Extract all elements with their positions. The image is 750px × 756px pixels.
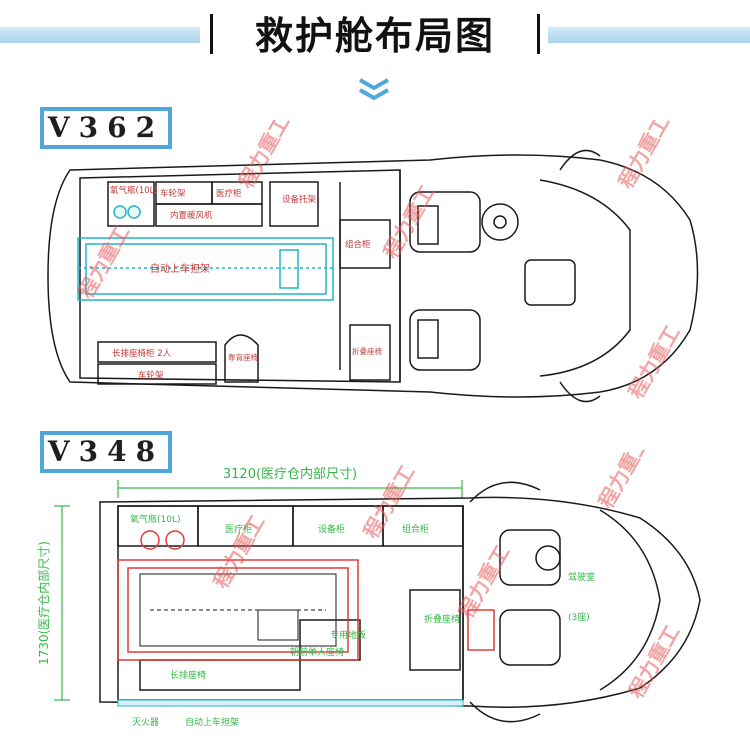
watermark: 程力重工 — [614, 120, 675, 193]
page-title: 救护舱布局图 — [254, 13, 495, 58]
header-separator-left — [210, 14, 213, 54]
label-equip: 设备托架 — [282, 194, 317, 205]
label-combo: 组合柜 — [345, 239, 371, 250]
oxygen-cabinet — [107, 181, 155, 227]
label-medcab: 医疗柜 — [216, 188, 242, 199]
label-fold: 折叠座椅 — [424, 613, 460, 625]
label-builtin-heater: 内置暖风机 — [170, 210, 213, 221]
label-oxygen: 氧气瓶(10L) — [110, 185, 158, 196]
label-medcab: 医疗柜 — [225, 523, 252, 535]
label-bench: 长排座椅柜 2人 — [112, 348, 172, 359]
label-autostretcher: 自动上车担架 — [185, 716, 239, 728]
label-floor: 专用地板 — [330, 629, 366, 641]
floor-strip — [117, 699, 464, 707]
label-forward-seat: 朝前单人座椅 — [290, 646, 344, 658]
combo-cabinet — [339, 219, 391, 269]
label-extinguisher: 灭火器 — [132, 717, 159, 728]
label-driver: 驾驶室 — [568, 571, 595, 583]
header-separator-right — [537, 14, 540, 54]
vehicle-body-outline — [47, 154, 699, 398]
label-backseat: 靠背座椅 — [228, 352, 258, 362]
label-oxygen: 氧气瓶(10L) — [130, 513, 181, 525]
label-combo: 组合柜 — [402, 523, 429, 535]
dim-width-label: 3120(医疗仓内部尺寸) — [223, 466, 357, 482]
label-fold: 折叠座椅 — [352, 346, 382, 356]
watermark: 程力重工 — [624, 321, 685, 402]
label-wheelchair-2: 车轮架 — [138, 370, 164, 381]
label-equip: 设备柜 — [318, 523, 345, 535]
header-bar-left — [0, 27, 200, 43]
stretcher-outline — [77, 237, 334, 301]
label-wheelchair-1: 车轮架 — [160, 188, 186, 199]
watermark: 程力重工 — [594, 450, 655, 513]
label-stretcher: 自动上车担架 — [150, 262, 210, 275]
vehicle-body-outline — [99, 496, 701, 708]
model-badge-v362: V362 — [40, 107, 172, 149]
floorplan-v362: 氧气瓶(10L) 车轮架 医疗柜 内置暖风机 设备托架 自动上车担架 组合柜 长… — [47, 120, 699, 403]
dim-height-label: 1730(医疗仓内部尺寸) — [36, 541, 51, 665]
double-chevron-down-icon — [359, 78, 389, 101]
label-bench: 长排座椅 — [170, 669, 206, 681]
model-badge-v348: V348 — [40, 431, 172, 473]
label-driver-note: (3座) — [568, 611, 590, 623]
watermark: 程力重工 — [379, 181, 440, 262]
watermark: 程力重工 — [74, 221, 135, 302]
floorplan-v348: 3120(医疗仓内部尺寸) 1730(医疗仓内部尺寸) — [36, 450, 701, 728]
equipment-bracket — [269, 181, 319, 227]
watermark: 程力重工 — [209, 511, 270, 592]
header-bar-right — [548, 27, 750, 43]
stretcher-outline — [117, 559, 359, 661]
